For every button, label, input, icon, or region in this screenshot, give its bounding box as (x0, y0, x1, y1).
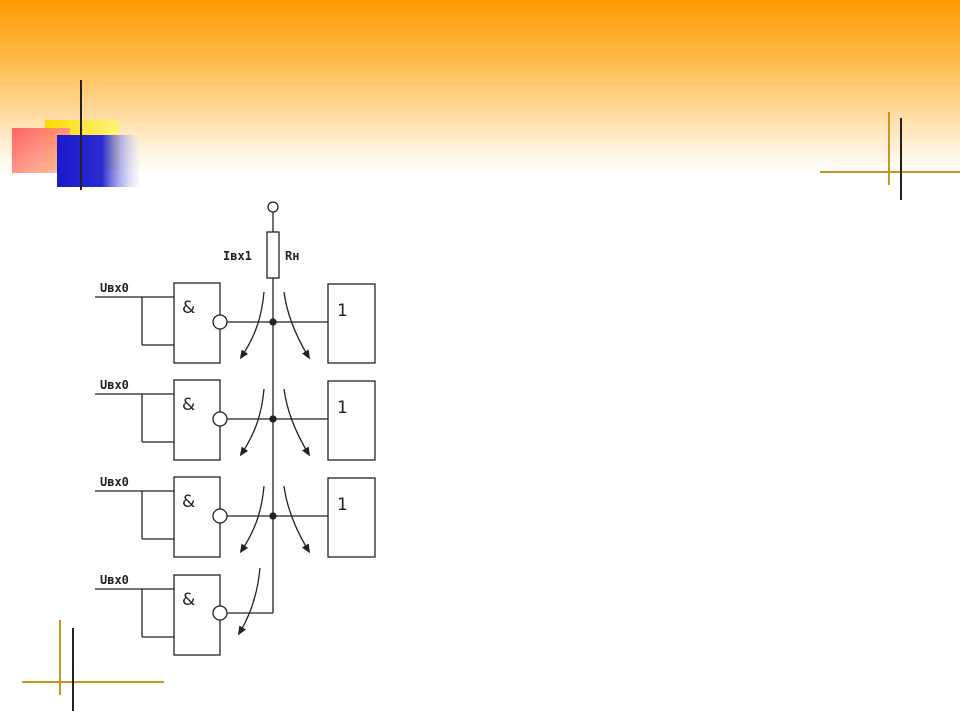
or-gate (327, 380, 376, 461)
junction-dot (269, 512, 277, 520)
junction-dot (269, 318, 277, 326)
current-arrow-left (237, 567, 261, 636)
and-symbol-4: & (182, 590, 195, 610)
and-gate (173, 476, 221, 558)
and-gate (173, 282, 221, 364)
inverter-bubble (212, 605, 228, 621)
or-symbol-1: 1 (337, 301, 348, 321)
current-label: Iвх1 (223, 249, 252, 263)
input-label-2: Uвх0 (100, 378, 129, 392)
current-arrow-right (283, 291, 311, 360)
supply-terminal (267, 201, 279, 213)
current-arrow-left (239, 388, 265, 457)
current-arrow-right (283, 485, 311, 554)
inverter-bubble (212, 508, 228, 524)
input-label-4: Uвх0 (100, 573, 129, 587)
current-arrow-right (283, 388, 311, 457)
inverter-bubble (212, 411, 228, 427)
gate-row-2 (95, 379, 376, 461)
blue-square (57, 135, 139, 187)
load-resistor (266, 231, 280, 279)
gate-row-1 (95, 282, 376, 364)
decorative-squares (12, 120, 139, 187)
current-arrow-left (239, 291, 265, 360)
gate-row-4 (95, 567, 273, 656)
or-gate (327, 477, 376, 558)
and-symbol-3: & (182, 492, 195, 512)
or-symbol-3: 1 (337, 495, 348, 515)
input-label-3: Uвх0 (100, 475, 129, 489)
input-label-1: Uвх0 (100, 281, 129, 295)
current-arrow-left (239, 485, 265, 554)
or-gate (327, 283, 376, 364)
gate-row-3 (95, 476, 376, 558)
and-symbol-1: & (182, 298, 195, 318)
junction-dot (269, 415, 277, 423)
inverter-bubble (212, 314, 228, 330)
diagram-labels: Iвх1 Rн Uвх0 Uвх0 Uвх0 Uвх0 & & & & 1 1 … (100, 249, 348, 610)
resistor-label: Rн (285, 249, 299, 263)
and-gate (173, 379, 221, 461)
or-symbol-2: 1 (337, 398, 348, 418)
and-symbol-2: & (182, 395, 195, 415)
circuit-diagram (95, 201, 376, 656)
header-gradient-band (0, 0, 960, 175)
